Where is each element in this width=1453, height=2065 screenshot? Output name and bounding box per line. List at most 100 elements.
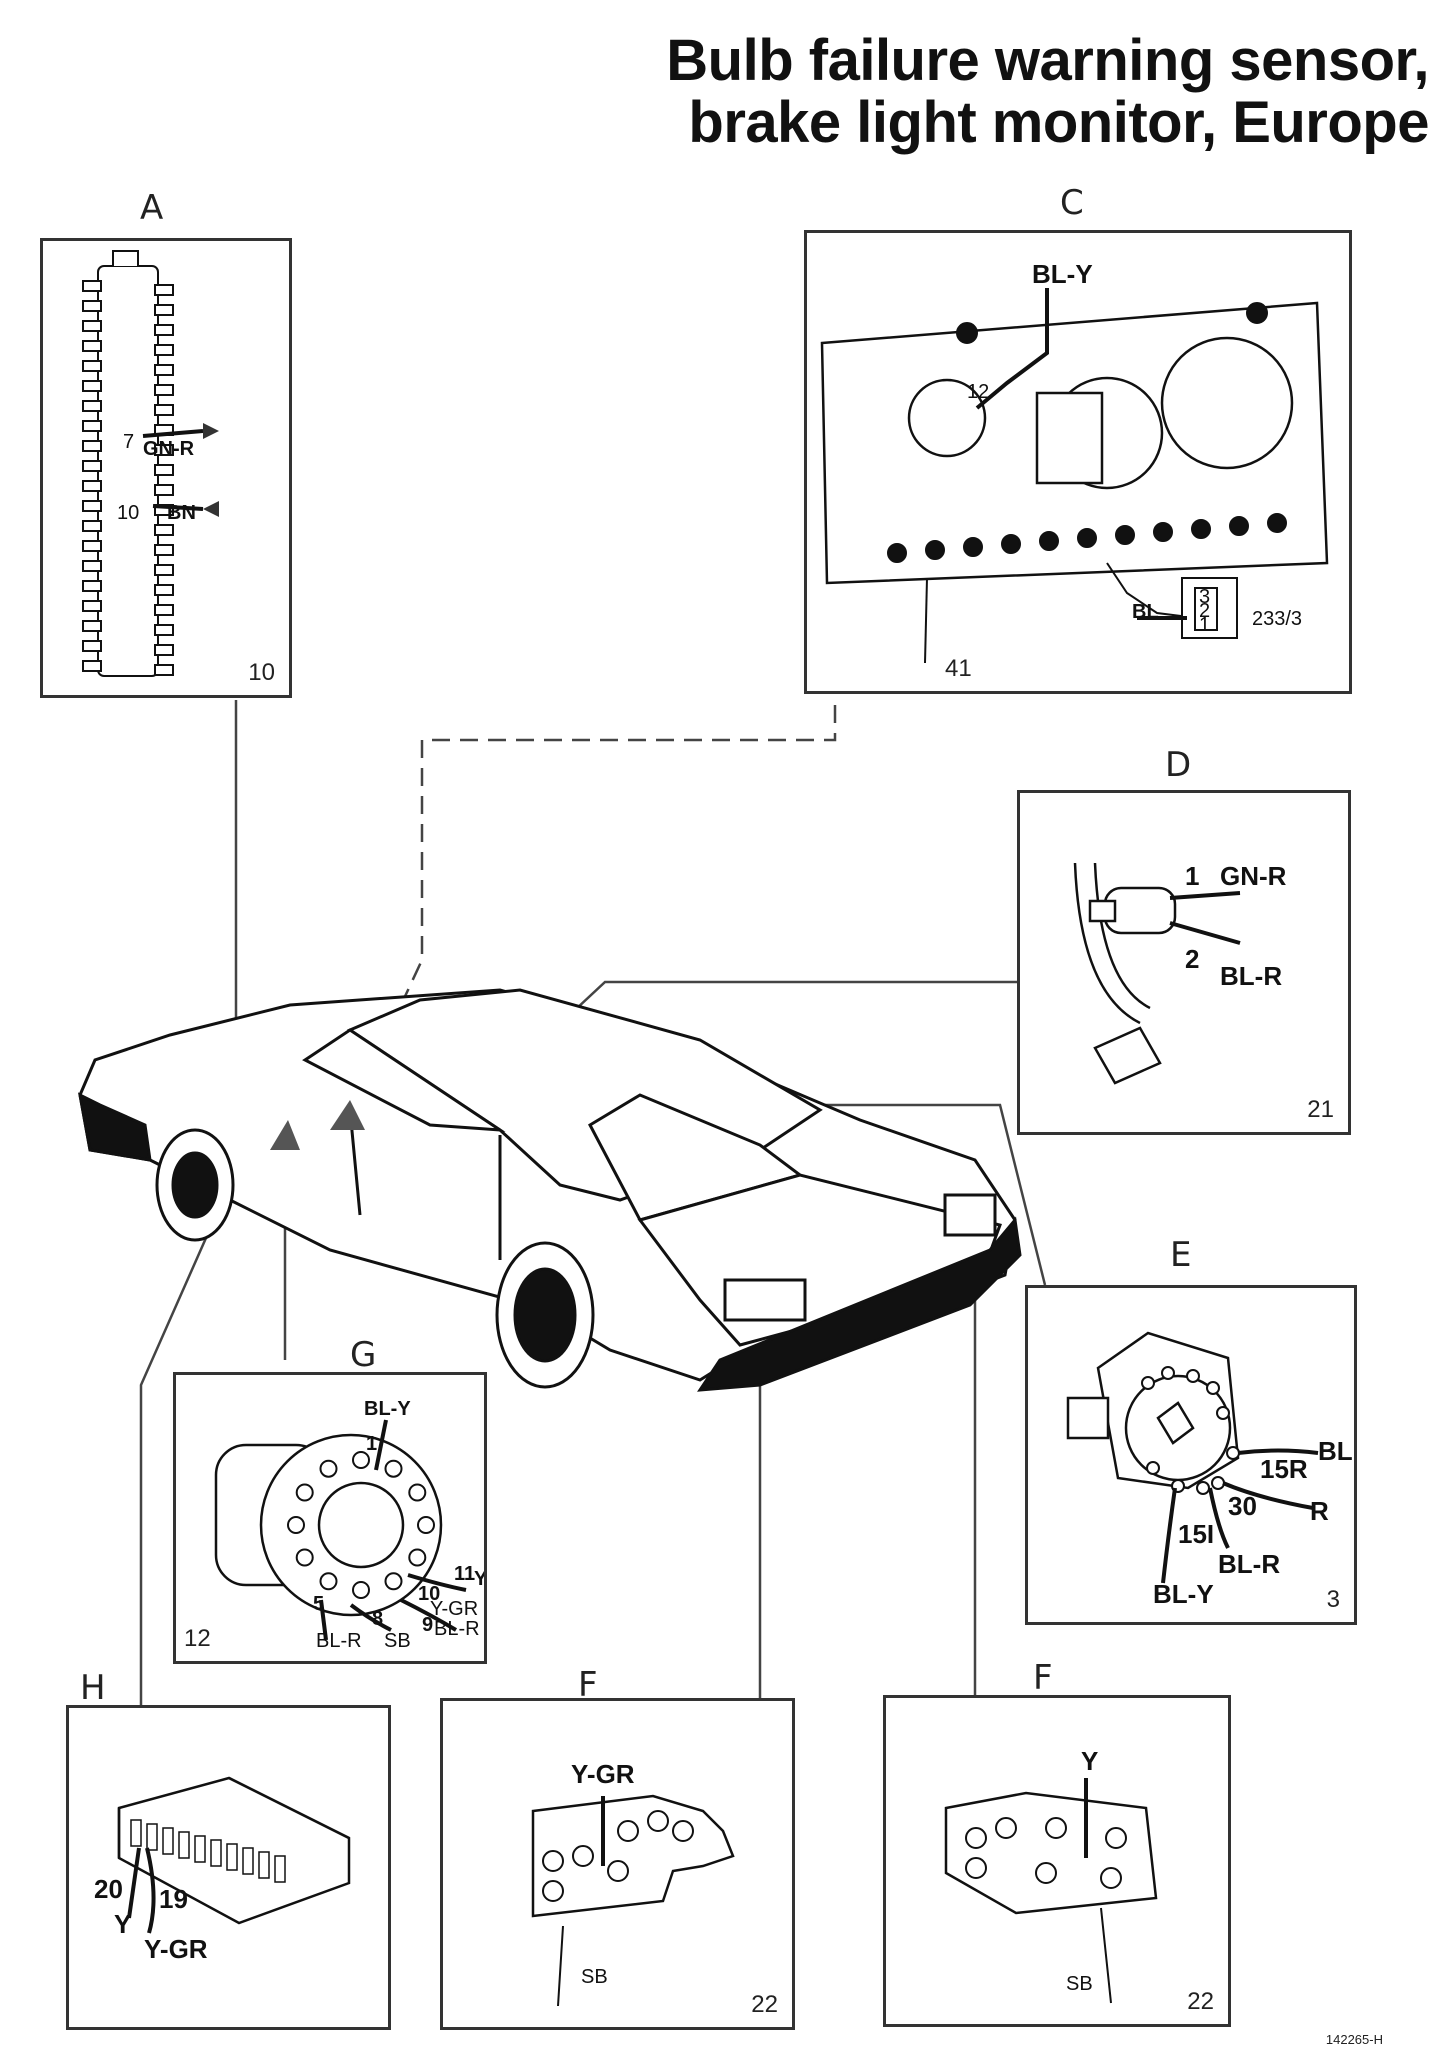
terminal-tab xyxy=(82,400,102,412)
diagram-title: Bulb failure warning sensor, brake light… xyxy=(666,30,1429,154)
terminal-tab xyxy=(82,560,102,572)
terminal-tab xyxy=(154,284,174,296)
terminal-30-label: 30 xyxy=(1228,1491,1257,1521)
bulb-socket xyxy=(1100,1867,1122,1889)
terminal-tab xyxy=(154,404,174,416)
cluster-knob xyxy=(956,322,978,344)
cluster-knob xyxy=(1267,513,1287,533)
terminal-tab xyxy=(154,664,174,676)
panel-g-letter: G xyxy=(350,1335,377,1375)
panel-d-letter: D xyxy=(1165,745,1192,785)
bulb-socket xyxy=(542,1880,564,1902)
cluster-knob xyxy=(1191,519,1211,539)
wire-label-y: Y xyxy=(114,1909,131,1939)
terminal-tab xyxy=(154,344,174,356)
panel-d-brake-switch: 1 GN-R 2 BL-R 21 xyxy=(1017,790,1351,1135)
terminal-tab xyxy=(154,304,174,316)
connector-pin xyxy=(258,1851,270,1879)
cluster-knob xyxy=(1115,525,1135,545)
tail-light-right-drawing: Y SB xyxy=(944,1746,1158,2004)
terminal-tab xyxy=(154,564,174,576)
pin-1-label: 1 xyxy=(366,1433,377,1455)
terminal-tab xyxy=(154,384,174,396)
title-line-2: brake light monitor, Europe xyxy=(688,90,1429,155)
cluster-knob xyxy=(963,537,983,557)
panel-f2-tail-light: Y SB 22 xyxy=(883,1695,1231,2027)
connector-pin xyxy=(194,1835,206,1863)
wire-label-sb: SB xyxy=(384,1630,411,1652)
panel-d-number: 21 xyxy=(1307,1096,1334,1123)
pin-2-label: 2 xyxy=(1185,944,1199,974)
panel-f1-letter: F xyxy=(578,1665,598,1705)
bulb-socket xyxy=(965,1827,987,1849)
wire-label-y-gr: Y-GR xyxy=(571,1759,635,1789)
connector-hole xyxy=(417,1516,435,1534)
bulb-socket xyxy=(607,1860,629,1882)
cluster-knob xyxy=(1039,531,1059,551)
terminal-tab xyxy=(82,420,102,432)
connector-hole xyxy=(319,1459,338,1478)
ignition-switch-drawing: BL 15R 30 R 15I BL-R BL-Y xyxy=(1066,1331,1353,1609)
terminal-tab xyxy=(154,544,174,556)
bulb-socket xyxy=(647,1810,669,1832)
connector-hole xyxy=(295,1483,314,1502)
bulb-socket xyxy=(1045,1817,1067,1839)
connector-hole xyxy=(384,1459,403,1478)
multi-pin-connector-drawing: 20 Y 19 Y-GR xyxy=(94,1776,351,1964)
pin-1-label: 1 xyxy=(1185,861,1199,891)
ignition-pin xyxy=(1226,1446,1240,1460)
cluster-knob xyxy=(1001,534,1021,554)
wire-label-gn-r: GN-R xyxy=(1220,861,1287,891)
pin-19-label: 19 xyxy=(159,1884,188,1914)
terminal-tab xyxy=(82,440,102,452)
terminal-tab xyxy=(154,484,174,496)
bulb-socket xyxy=(542,1850,564,1872)
terminal-tab xyxy=(82,520,102,532)
connector-pin xyxy=(210,1839,222,1867)
instrument-cluster-drawing: BL-Y 12 BL 233/3 3 2 1 xyxy=(820,259,1329,664)
connector-pin xyxy=(242,1847,254,1875)
panel-c-instrument-cluster: BL-Y 12 BL 233/3 3 2 1 41 xyxy=(804,230,1352,694)
cluster-knob xyxy=(1229,516,1249,536)
wire-label-y: Y xyxy=(1081,1746,1098,1776)
cluster-knob xyxy=(925,540,945,560)
terminal-tab xyxy=(82,580,102,592)
terminal-tab xyxy=(82,660,102,672)
connector-hole xyxy=(287,1516,305,1534)
connector-hole xyxy=(352,1581,370,1599)
brake-switch-drawing: 1 GN-R 2 BL-R xyxy=(1073,861,1287,1085)
panel-g-connector: BL-Y 1 11 Y 10 Y-GR 9 BL-R 8 SB 5 BL-R 1… xyxy=(173,1372,488,1664)
wire-label-y: Y xyxy=(474,1568,484,1590)
car-illustration xyxy=(77,988,1022,1392)
connector-pin-2: 2 xyxy=(1199,600,1210,622)
panel-f1-tail-light: Y-GR SB 22 xyxy=(440,1698,795,2030)
connector-pin xyxy=(274,1855,286,1883)
ignition-pin xyxy=(1186,1369,1200,1383)
title-line-1: Bulb failure warning sensor, xyxy=(666,28,1429,93)
cluster-knob xyxy=(1153,522,1173,542)
cluster-knob xyxy=(887,543,907,563)
pin-10-label: 10 xyxy=(117,502,139,524)
connector-hole xyxy=(384,1572,403,1591)
panel-f2-letter: F xyxy=(1033,1658,1053,1698)
connector-hole xyxy=(352,1451,370,1469)
tail-light-left-drawing: Y-GR SB xyxy=(531,1759,735,2007)
panel-e-letter: E xyxy=(1170,1235,1192,1275)
wire-label-r: R xyxy=(1310,1496,1329,1526)
terminal-tab xyxy=(82,380,102,392)
wire-label-y-gr: Y-GR xyxy=(430,1598,478,1620)
connector-pin xyxy=(226,1843,238,1871)
terminal-tab xyxy=(82,300,102,312)
wire-label-sb: SB xyxy=(1066,1973,1093,1995)
terminal-tab xyxy=(154,444,174,456)
wire-label-bl: BL xyxy=(1132,601,1159,623)
terminal-tab xyxy=(82,340,102,352)
panel-f1-number: 22 xyxy=(751,1991,778,2018)
pin-12-label: 12 xyxy=(967,381,989,403)
connector-pin xyxy=(146,1823,158,1851)
terminal-tab xyxy=(82,320,102,332)
panel-f2-number: 22 xyxy=(1187,1988,1214,2015)
pin-11-label: 11 xyxy=(454,1563,475,1585)
terminal-15i-label: 15I xyxy=(1178,1519,1214,1549)
